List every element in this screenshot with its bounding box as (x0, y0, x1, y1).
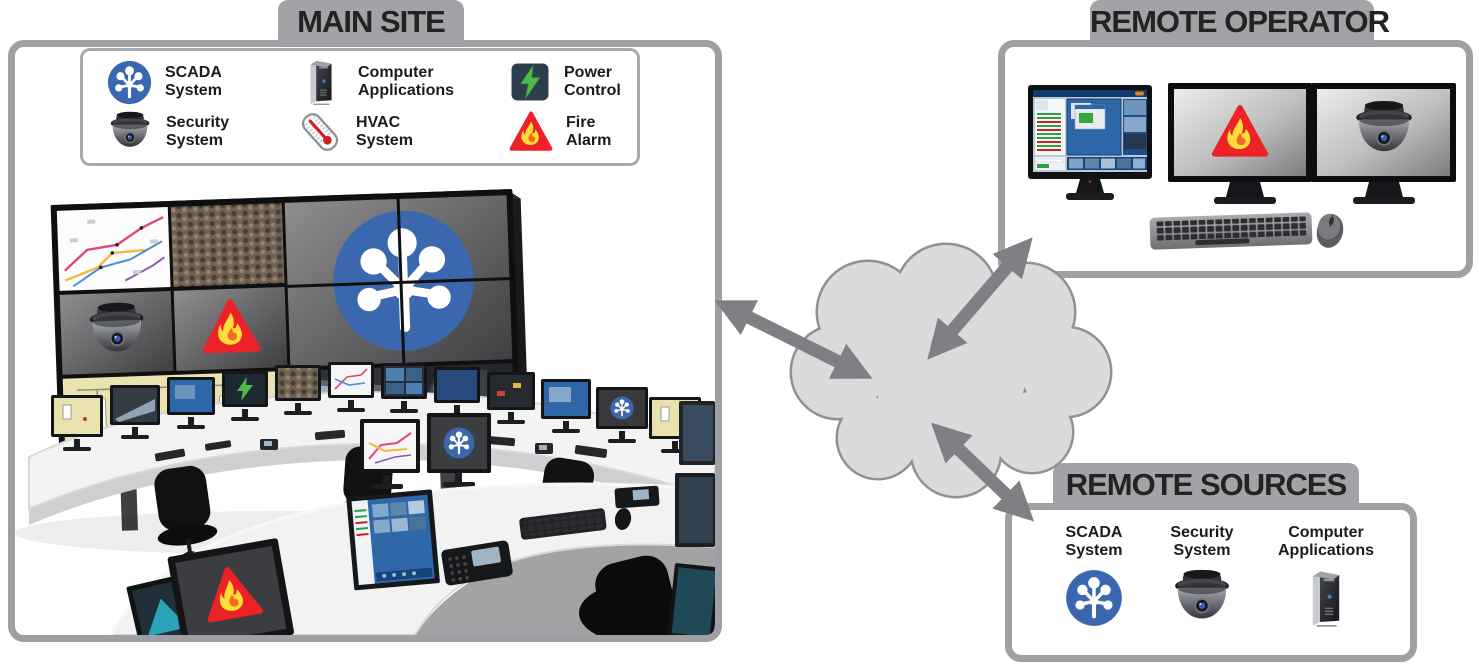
remote-operator-panel (998, 40, 1473, 278)
legend-item-scada: SCADA System (107, 57, 297, 107)
wall-tile-fire-alarm (173, 286, 288, 371)
source-label: Security System (1170, 524, 1234, 559)
legend-label: Power Control (564, 64, 621, 99)
link-remote-sources (930, 422, 1035, 522)
fire-alarm-monitor (1168, 83, 1312, 204)
front-keyboard (519, 508, 607, 540)
legend-item-security: Security System (107, 107, 297, 157)
desk-phone (441, 540, 513, 586)
front-monitors (126, 485, 660, 635)
control-room-illustration (15, 189, 715, 635)
legend-label: HVAC System (356, 114, 413, 149)
legend-item-computer: Computer Applications (297, 57, 509, 107)
main-site-title: MAIN SITE (278, 0, 464, 46)
mid-monitors (360, 413, 491, 489)
source-label: Computer Applications (1277, 524, 1374, 559)
source-item-security: Security System (1150, 524, 1254, 631)
network-cloud (789, 242, 1113, 499)
camera-software-monitor (346, 489, 440, 591)
network-links (714, 237, 1035, 522)
source-item-scada: SCADA System (1038, 524, 1150, 631)
legend-item-power: Power Control (509, 57, 667, 107)
legend-item-hvac: HVAC System (297, 107, 509, 157)
desk-peripherals-back (154, 428, 608, 462)
scada-icon (107, 60, 152, 105)
source-item-computer: Computer Applications (1258, 524, 1394, 631)
legend-label: Security System (166, 114, 230, 149)
front-mouse (614, 508, 632, 530)
security-camera-icon (1170, 565, 1234, 631)
legend-item-fire: Fire Alarm (509, 107, 667, 157)
legend-label: Computer Applications (358, 64, 455, 99)
security-camera-icon (107, 109, 153, 155)
main-site-panel: SCADA System Computer Applications Power… (8, 40, 722, 642)
control-software-monitor (1028, 85, 1152, 200)
system-legend: SCADA System Computer Applications Power… (80, 48, 640, 166)
right-edge-monitors (667, 401, 715, 635)
keyboard (1149, 212, 1313, 250)
remote-sources-title: REMOTE SOURCES (1053, 463, 1359, 509)
power-control-icon (509, 61, 551, 103)
remote-operator-title: REMOTE OPERATOR (1090, 0, 1390, 46)
wall-tile-crowd-camera (170, 203, 285, 287)
legend-label: SCADA System (165, 64, 222, 99)
hvac-icon (297, 109, 343, 155)
legend-label: Fire Alarm (566, 114, 612, 149)
mouse (1316, 213, 1344, 248)
security-camera-monitor (1311, 83, 1456, 204)
scada-icon (1065, 565, 1123, 631)
computer-tower-icon (297, 57, 345, 107)
remote-workstation-illustration (1028, 83, 1456, 250)
source-label: SCADA System (1065, 524, 1123, 559)
link-main-site (714, 300, 873, 379)
computer-tower-icon (1296, 565, 1356, 631)
wall-tile-security-camera (59, 290, 174, 375)
fire-alarm-monitor-front (167, 538, 294, 635)
office-chair-large (579, 555, 691, 635)
wall-tile-metro-map (56, 207, 171, 291)
fire-alarm-icon (509, 110, 553, 154)
remote-sources-panel: SCADA System Security System Computer Ap… (1005, 503, 1417, 662)
